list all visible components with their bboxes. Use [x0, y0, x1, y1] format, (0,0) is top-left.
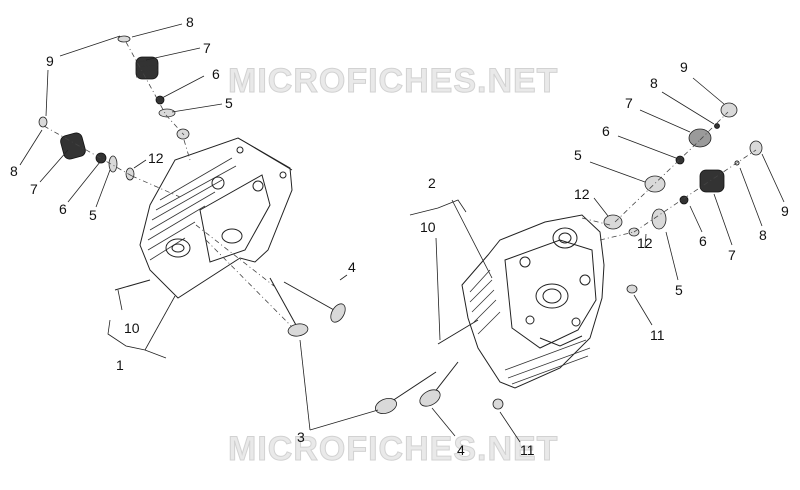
callout-5-right-side: 5: [675, 282, 683, 298]
callout-7-right-side: 7: [728, 247, 736, 263]
callout-4-top: 4: [348, 259, 356, 275]
callout-6-left-side: 6: [59, 201, 67, 217]
right-washer-top: [603, 214, 623, 230]
left-washer-side: [125, 167, 135, 181]
callout-8-left-top: 8: [186, 14, 194, 30]
callout-9-left: 9: [46, 53, 54, 69]
callout-11-right: 11: [650, 327, 665, 343]
right-spring-side: [699, 169, 725, 193]
callout-12-right-top: 12: [574, 186, 590, 202]
right-cylinder-head: [461, 214, 605, 389]
left-spring-side: [60, 132, 86, 160]
intake-exhaust-valves: [269, 277, 479, 414]
left-spring-top: [135, 56, 159, 80]
callout-8-left-side: 8: [10, 163, 18, 179]
callout-7-left-side: 7: [30, 181, 38, 197]
callout-1: 1: [116, 357, 124, 373]
right-plug-upper: [626, 284, 638, 294]
right-keeper-side: [734, 160, 740, 166]
right-cap-side: [651, 208, 667, 230]
left-seal-side: [95, 152, 107, 164]
left-cap-side: [108, 155, 118, 173]
left-cylinder-head: [139, 137, 293, 299]
callout-8-right-side: 8: [759, 227, 767, 243]
callout-2: 2: [428, 175, 436, 191]
left-collet-side: [38, 116, 48, 128]
callout-7-right-top: 7: [625, 95, 633, 111]
callout-9-right-side: 9: [781, 203, 789, 219]
callout-3: 3: [297, 429, 305, 445]
left-cap-top: [158, 108, 176, 118]
right-seal-side: [679, 195, 689, 205]
right-leaders: [581, 77, 785, 281]
callout-12-left: 12: [148, 150, 164, 166]
callout-9-right-top: 9: [680, 59, 688, 75]
left-collet-top: [117, 35, 131, 43]
callout-5-left-top: 5: [225, 95, 233, 111]
right-cap-top: [644, 175, 666, 193]
callout-6-right-top: 6: [602, 123, 610, 139]
right-collet-side: [749, 140, 763, 156]
right-collet-top: [720, 102, 738, 118]
callout-6-right-side: 6: [699, 233, 707, 249]
callout-5-right-top: 5: [574, 147, 582, 163]
left-leaders: [19, 23, 301, 359]
callout-5-left-side: 5: [89, 207, 97, 223]
watermark-bottom: MICROFICHES.NET: [228, 430, 558, 468]
left-stud: [114, 279, 151, 291]
right-keeper-top: [714, 123, 720, 129]
callout-7-left-top: 7: [203, 40, 211, 56]
callout-10-right: 10: [420, 219, 436, 235]
callout-10-left: 10: [124, 320, 140, 336]
callout-6-left-top: 6: [212, 66, 220, 82]
center-leaders: [299, 199, 653, 443]
callout-12-right-side: 12: [637, 235, 653, 251]
right-seal-top: [675, 155, 685, 165]
right-plug-lower: [492, 398, 504, 410]
right-valve-train: [492, 102, 763, 410]
watermark-top: MICROFICHES.NET: [228, 62, 558, 100]
right-spring-top: [688, 128, 712, 148]
left-valve-train: [38, 35, 190, 291]
callout-11-bottom: 11: [520, 442, 535, 458]
callout-8-right-top: 8: [650, 75, 658, 91]
callout-4-bottom: 4: [457, 442, 465, 458]
